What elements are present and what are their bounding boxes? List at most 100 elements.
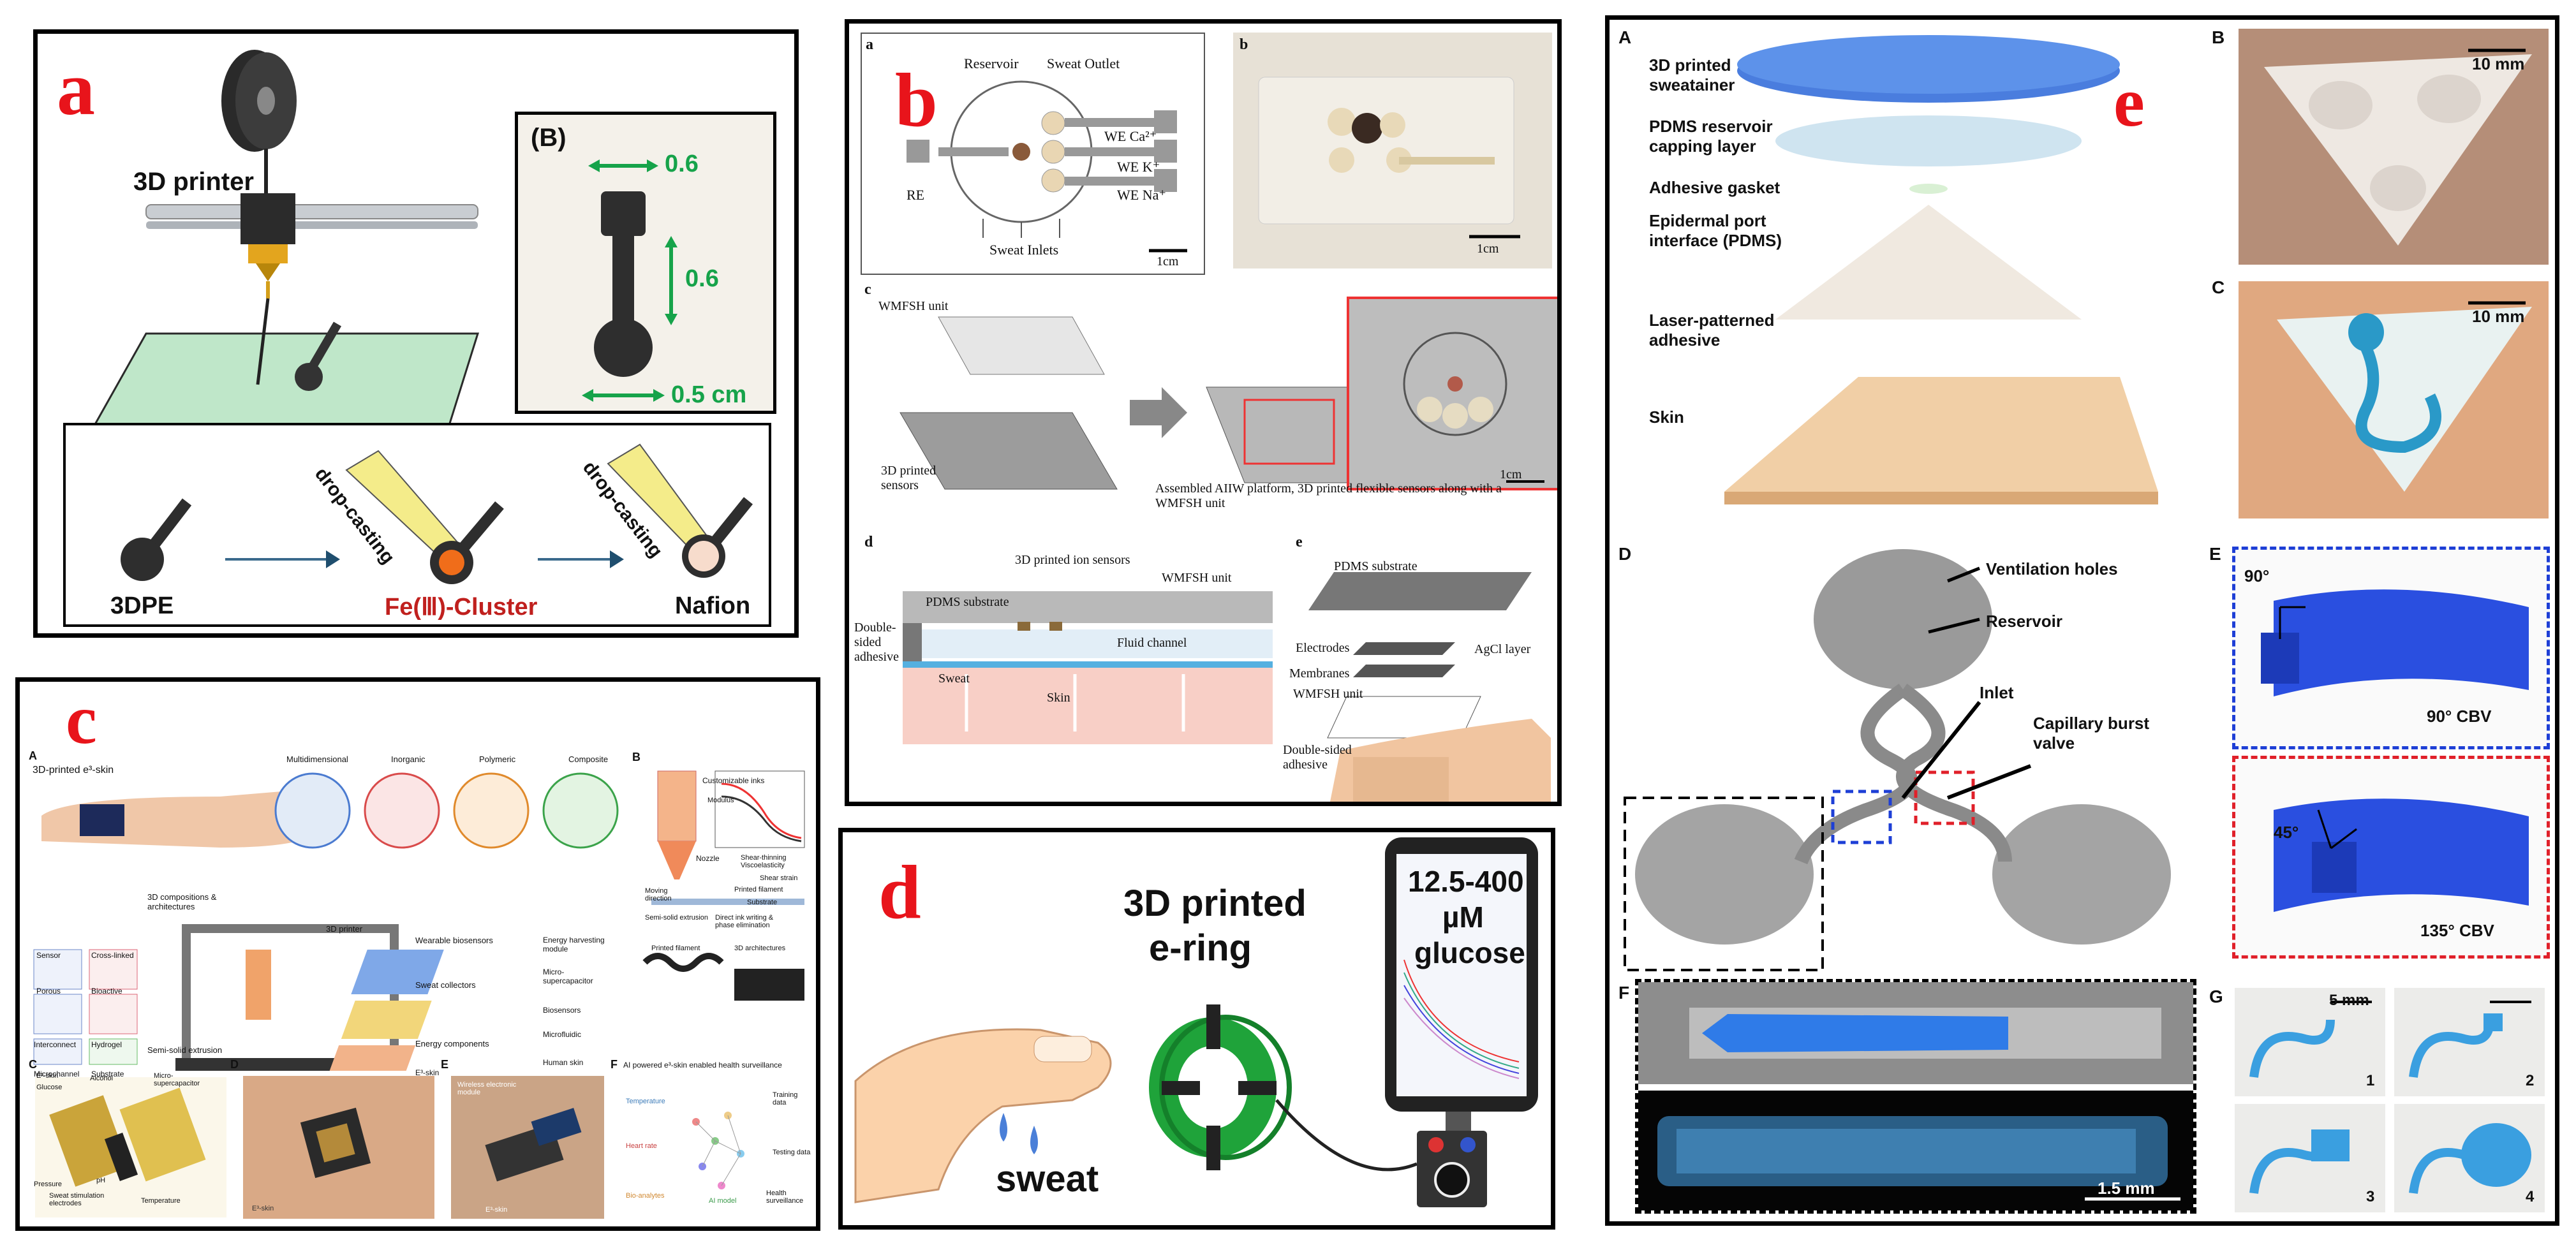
- phone-line-1: 12.5-400: [1408, 865, 1524, 898]
- c-glucose: Glucose: [36, 1084, 63, 1091]
- ink-shear-thinning: Shear-thinning Viscoelasticity: [741, 854, 787, 869]
- panel-e-letter: e: [2113, 63, 2145, 141]
- b-sub-c-diagram: [899, 297, 1557, 490]
- arch-crosslinked: Cross-linked: [91, 951, 134, 960]
- c-sweat-stimulation: Sweat stimulation electrodes: [49, 1192, 105, 1207]
- e-reservoir: Reservoir: [1986, 612, 2062, 631]
- c-temperature: Temperature: [141, 1197, 181, 1205]
- ink-printed-filament: Printed filament: [734, 886, 783, 893]
- e-ventilation: Ventilation holes: [1986, 559, 2118, 578]
- b-we-na: WE Na⁺: [1117, 187, 1166, 203]
- e-sub-G: G: [2209, 987, 2223, 1006]
- f-health-surveillance: Health surveillance: [766, 1189, 804, 1205]
- panel-d: d 3D printed e-ring 12.5-400 µM glucos: [838, 828, 1555, 1230]
- b-semi-solid: Semi-solid extrusion: [645, 914, 709, 922]
- arch-interconnect: Interconnect: [34, 1040, 77, 1049]
- e-scale-5mm: 5 mm: [2329, 992, 2369, 1009]
- e-sub-E: E: [2209, 544, 2221, 564]
- dim-top: 0.6: [665, 151, 699, 177]
- module-human-skin: Human skin: [543, 1058, 584, 1067]
- b-scale-a: 1cm: [1157, 254, 1179, 268]
- e-g-num-2: 2: [2526, 1072, 2535, 1089]
- panel-c-sub-c-sensor: [35, 1077, 226, 1217]
- panel-c-skin-photo: [243, 1076, 434, 1219]
- e-g-photo-4: 4: [2394, 1104, 2545, 1212]
- e-layer-5: Laser-patterned adhesive: [1649, 311, 1775, 349]
- b-sub-e-diagram: [1308, 572, 1551, 802]
- d-title-1: 3D printed: [1123, 883, 1307, 924]
- sub-A-label: A: [29, 749, 37, 762]
- phone-line-2: µM: [1442, 901, 1484, 934]
- ink-moving-direction: Moving direction: [645, 887, 672, 902]
- sub-E-label: E: [441, 1058, 449, 1071]
- b-sub-e-label: e: [1296, 534, 1303, 550]
- compositions-label: 3D compositions & architectures: [147, 892, 217, 911]
- e-angle-90: 90°: [2244, 566, 2270, 585]
- b-sub-a-label: a: [866, 36, 873, 53]
- d-title-2: e-ring: [1149, 927, 1252, 969]
- dim-bottom: 0.5 cm: [671, 381, 747, 408]
- arch-substrate: Substrate: [91, 1070, 124, 1078]
- e-g-photo-1: 5 mm 1: [2235, 988, 2385, 1096]
- sub-D-label: D: [230, 1058, 239, 1071]
- inset-tag: (B): [531, 124, 566, 152]
- b-sub-b-label: b: [1240, 36, 1248, 53]
- material-inorganic: Inorganic: [391, 754, 426, 764]
- e3skin-schematic: [33, 772, 619, 1071]
- e-e3skin: E³-skin: [485, 1206, 508, 1214]
- material-polymeric: Polymeric: [479, 754, 516, 764]
- d-e3skin: E³-skin: [252, 1205, 274, 1212]
- sub-B-label: B: [632, 751, 640, 763]
- arch-hydrogel: Hydrogel: [91, 1040, 122, 1049]
- semi-solid-label: Semi-solid extrusion: [147, 1045, 223, 1055]
- e-label-135cbv: 135° CBV: [2420, 921, 2494, 940]
- e-sub-B: B: [2212, 27, 2225, 47]
- e-g-num-1: 1: [2366, 1072, 2375, 1089]
- b-wmfsh-unit-d: WMFSH unit: [1162, 571, 1232, 585]
- phone-line-3: glucose: [1414, 936, 1525, 969]
- b-3d-architectures: 3D architectures: [734, 945, 786, 952]
- module-sweat-collectors: Sweat collectors: [415, 980, 476, 990]
- c-e3skin: E³-skin: [36, 1072, 59, 1080]
- e-sub-C: C: [2212, 277, 2225, 297]
- module-wearable-biosensors: Wearable biosensors: [415, 936, 493, 945]
- panel-c: c A 3D-printed e³-skin Multidimensional …: [15, 677, 820, 1231]
- arch-sensor: Sensor: [36, 951, 61, 960]
- e-sub-F: F: [1618, 983, 1630, 1003]
- panel-b-sub-b-photo: b 1cm: [1233, 33, 1552, 268]
- panel-e: A 3D printed sweatainer PDMS reservoir c…: [1605, 15, 2559, 1226]
- b-printed-sensors: 3D printed sensors: [881, 464, 936, 492]
- e-label-90cbv: 90° CBV: [2427, 707, 2492, 726]
- module-energy-harvesting: Energy harvesting module: [543, 936, 605, 953]
- electrode-photo: [582, 159, 677, 402]
- panel-a-letter: a: [57, 46, 95, 131]
- panel-a-inset: (B) 0.6 0.6 0.5 cm: [515, 112, 776, 414]
- e-sub-D: D: [1618, 544, 1632, 564]
- b-sub-d-label: d: [864, 534, 873, 550]
- b-membranes: Membranes: [1289, 666, 1350, 680]
- e-cbv: Capillary burst valve: [2033, 714, 2150, 753]
- e-photo-c: 10 mm: [2239, 281, 2549, 518]
- f-training-data: Training data: [773, 1091, 798, 1107]
- e-g-photo-2: 2: [2394, 988, 2545, 1096]
- ink-substrate: Substrate: [747, 899, 778, 906]
- c-micro-supercapacitor: Micro-supercapacitor: [154, 1072, 200, 1087]
- ink-modulus: Modulus: [707, 797, 734, 804]
- d-sweat-label: sweat: [996, 1158, 1099, 1200]
- material-composite: Composite: [568, 754, 609, 764]
- b-direct-ink: Direct ink writing & phase elimination: [715, 914, 774, 929]
- ink-nozzle: Nozzle: [696, 854, 720, 863]
- ink-shear-strain: Shear strain: [760, 874, 798, 882]
- printer-label-c: 3D printer: [326, 924, 363, 934]
- panel-b-sub-a: a Reservoir Sweat Outlet WE Ca²⁺ WE K⁺ W…: [861, 33, 1205, 275]
- panel-b: a Reservoir Sweat Outlet WE Ca²⁺ WE K⁺ W…: [845, 19, 1562, 806]
- step-3-label: Nafion: [675, 592, 751, 619]
- b-sub-c-label: c: [864, 281, 871, 298]
- b-agcl-layer: AgCl layer: [1474, 642, 1531, 656]
- arch-microchannel: Microchannel: [34, 1070, 80, 1078]
- step-1-label: 3DPE: [110, 592, 174, 619]
- b-we-ca: WE Ca²⁺: [1104, 128, 1157, 144]
- step-2-label: Fe(Ⅲ)-Cluster: [385, 594, 538, 621]
- ai-network: [692, 1112, 744, 1189]
- workflow-diagram: [121, 443, 753, 584]
